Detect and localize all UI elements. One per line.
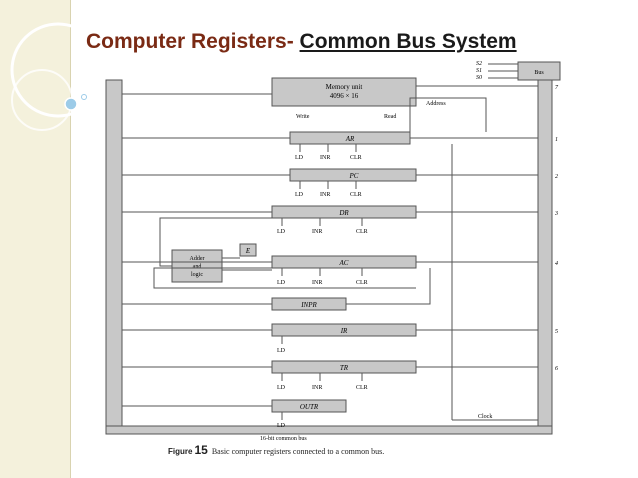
figure-number: 15 — [194, 443, 208, 457]
bus-number-1: 1 — [555, 137, 558, 143]
select-s2: S2 — [476, 61, 482, 67]
write-label: Write — [296, 114, 310, 120]
tr-ld: LD — [277, 385, 286, 391]
bus-number-6: 6 — [555, 366, 558, 372]
memory-label-2: 4096 × 16 — [330, 92, 359, 100]
select-s1: S1 — [476, 68, 482, 74]
control-ticks — [281, 144, 363, 420]
inpr-label: INPR — [300, 301, 317, 309]
ar-label: AR — [345, 135, 355, 143]
bus-number-3: 3 — [554, 211, 558, 217]
dr-inr: INR — [312, 229, 322, 235]
dr-ld: LD — [277, 229, 286, 235]
title-subtitle: Common Bus System — [299, 30, 517, 53]
address-label: Address — [426, 101, 446, 107]
bus-number-7: 7 — [555, 85, 559, 91]
adder-label-3: logic — [191, 272, 203, 278]
bus-bar-bottom — [105, 425, 553, 435]
tr-inr: INR — [312, 385, 322, 391]
clock-label: Clock — [478, 414, 492, 420]
tr-label: TR — [340, 364, 349, 372]
common-bus-label: 16-bit common bus — [260, 436, 307, 442]
pc-inr: INR — [320, 192, 330, 198]
bus-bar-left — [105, 79, 123, 431]
outr-ld: LD — [277, 423, 286, 429]
bus-number-5: 5 — [555, 329, 558, 335]
figure-caption-text: Basic computer registers connected to a … — [211, 447, 385, 456]
pc-label: PC — [349, 172, 359, 180]
blue-dot-large — [64, 97, 78, 111]
figure-caption: Figure 15 Basic computer registers conne… — [168, 443, 384, 457]
ar-ld: LD — [295, 155, 304, 161]
pc-clr: CLR — [350, 192, 362, 198]
ar-inr: INR — [320, 155, 330, 161]
e-flag-label: E — [245, 247, 251, 255]
sidebar-divider — [70, 0, 71, 478]
title-main: Computer Registers- — [86, 30, 294, 53]
ir-ld: LD — [277, 348, 286, 354]
bus-number-2: 2 — [555, 174, 558, 180]
wire-dr-adder — [159, 217, 272, 267]
adder-label-2: and — [193, 264, 202, 270]
pc-ld: LD — [295, 192, 304, 198]
ir-label: IR — [340, 327, 348, 335]
blue-dot-small — [81, 94, 87, 100]
select-s0: S0 — [476, 75, 482, 81]
wire-address — [409, 97, 487, 132]
read-label: Read — [384, 114, 396, 120]
tr-clr: CLR — [356, 385, 368, 391]
adder-label-1: Adder — [190, 256, 205, 262]
memory-unit-box — [271, 77, 417, 107]
bus-bar-right — [537, 79, 553, 431]
figure-label: Figure — [168, 447, 193, 456]
wire-inpr-ac — [346, 268, 431, 305]
dr-clr: CLR — [356, 229, 368, 235]
outr-label: OUTR — [300, 403, 319, 411]
e-flag-box — [239, 243, 257, 257]
ring-large — [10, 22, 106, 118]
bus-number-4: 4 — [555, 260, 558, 267]
ac-label: AC — [339, 259, 349, 267]
ac-inr: INR — [312, 280, 322, 286]
bus-box-label: Bus — [534, 70, 544, 76]
bus-numbers: 7 1 2 3 4 5 6 — [554, 85, 559, 372]
wire-ac-feedback — [153, 267, 416, 289]
adder-logic-box — [171, 249, 223, 283]
ac-clr: CLR — [356, 280, 368, 286]
memory-label-1: Memory unit — [326, 83, 363, 91]
dr-label: DR — [338, 209, 349, 217]
ring-small — [11, 69, 73, 131]
ac-ld: LD — [277, 280, 286, 286]
control-labels: LD INR CLR LD INR CLR LD INR CLR LD INR … — [277, 155, 368, 429]
decorative-rings — [10, 22, 106, 131]
slide-title: Computer Registers- Common Bus System — [86, 30, 517, 54]
bus-connections — [122, 85, 538, 421]
bus-system-diagram: Memory unit 4096 × 16 Write Read Address… — [105, 61, 561, 442]
ar-clr: CLR — [350, 155, 362, 161]
